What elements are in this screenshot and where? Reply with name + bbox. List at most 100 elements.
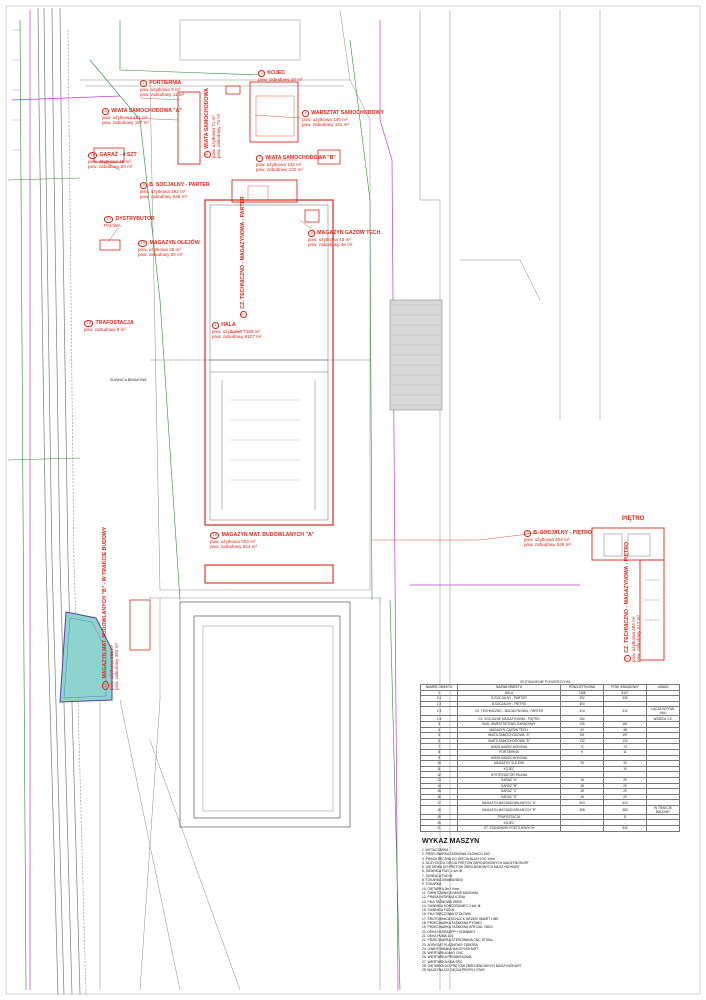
- list-item: 16. PIŁA TARCZOWA STOŁOWA: [422, 912, 471, 917]
- areas-table-caption: ZESTAWIENIE POWIERZCHNI: [520, 680, 571, 684]
- utility-lines: [11, 10, 580, 991]
- list-item: 22. PRZECINARKA STEROWANA CNC STIGAL: [422, 938, 494, 943]
- list-item: 14. SUWNICA KONCERANIEC 2 szt. 8t: [422, 903, 481, 908]
- wiata-b-title: WIATA SAMOCHODOWA "B": [265, 155, 336, 161]
- garaz-title: GARAŻ - 4 SZT: [99, 152, 137, 158]
- badge-magazyn-mat-b: 17: [102, 680, 109, 690]
- wiata-b-area-build: pow. zabudowy 132 m²: [256, 167, 303, 173]
- list-item: 7. SUWNICA FUD 8t: [422, 873, 453, 878]
- list-item: 23. AGREGAT PLAZMOWY CEBORA: [422, 942, 478, 947]
- badge-cz-tech-pietro: 2: [624, 654, 631, 662]
- hala-area-build: pow. zabudowy 8107 m²: [212, 334, 262, 340]
- badge-cz-tech-parter: 2: [240, 310, 247, 318]
- list-item: 27. WIERTARKA KMA SRC: [422, 959, 463, 964]
- badge-magazyn-mat-a: 16: [210, 532, 220, 539]
- list-item: 6. SUWNICA FUD -2 szt. 8t: [422, 869, 463, 874]
- col-header-number: NUMER OBIEKTU: [420, 684, 458, 691]
- badge-garaz: 10: [88, 152, 98, 159]
- list-item: 5. GIĘTARKA DO PRĘTÓW ZBROJENIOWYCH MAGZ…: [422, 865, 520, 870]
- cz-tech-parter-title: CZ. TECHNICZNO - MAGAZYNOWA - PARTER: [240, 196, 246, 309]
- pond: [59, 611, 113, 703]
- trafostacja-title: TRAFOSTACJA: [95, 320, 134, 326]
- road-corridor: [37, 7, 87, 996]
- list-item: 15. SUWNICA FUD 8t: [422, 908, 455, 913]
- label-cz-tech-pietro: 2CZ. TECHNICZNO - MAGAZYNOWA - PIĘTRO po…: [624, 542, 642, 662]
- hatch-dots: [392, 304, 440, 406]
- suwnica-label: SUWNICA BRAMOWA: [110, 378, 147, 382]
- list-item: 24. GWINTOWNIKA MAGZYNOHURT: [422, 946, 479, 951]
- list-item: 10. GIĘTARKA 3m / 4mm: [422, 886, 460, 891]
- table-cell: ST. STANOWISK POSTOJOWYCH: [457, 825, 561, 832]
- list-item: 28. GIĘTARKA DO PRĘTÓW ZBROJENIOWYCH MAG…: [422, 964, 522, 969]
- list-item: 26. WIERTARKA PROMIENIOWA: [422, 955, 472, 960]
- wiata-a-area-use: pow. użytkowa 191 m²: [102, 114, 148, 120]
- pietro-inset: [591, 527, 665, 661]
- magazyn-mat-b-area-build: pow. zabudowy 383 m²: [114, 643, 120, 690]
- badge-wiata-sam-c: 8: [204, 150, 211, 158]
- list-item: 12. PRASA HYDRAULICZNA: [422, 895, 466, 900]
- hala-building: [204, 199, 334, 526]
- magazyn-mat-a-title: MAGAZYN MAT. BUDOWLANYCH "A": [221, 532, 315, 538]
- table-cell: 314: [560, 706, 604, 717]
- badge-trafostacja: 18: [84, 320, 94, 327]
- magazyn-olejow-area-build: pow. zabudowy 30 m²: [138, 252, 183, 258]
- portiernia-title: PORTIERNIA: [149, 80, 182, 86]
- wiata-b-area-use: pow. użytkowa 132 m²: [256, 161, 302, 167]
- badge-portiernia: 1: [140, 80, 148, 87]
- table-cell: 383: [603, 804, 647, 815]
- list-item: 11. GWINTOWNICA REMS MAGNUM: [422, 890, 478, 895]
- table-cell: MAGAZYN MAT.BUDOWLANYCH "B": [457, 804, 561, 815]
- label-cz-tech-parter: 2CZ. TECHNICZNO - MAGAZYNOWA - PARTER: [240, 196, 247, 318]
- list-item: 8. TOKARKA 500x880/3000: [422, 878, 463, 883]
- warsztat-title: WARSZTAT SAMOCHODOWY: [311, 110, 384, 116]
- list-item: 29. MASZYNA DO GIĘCIA PROFILI I RUR: [422, 968, 485, 973]
- table-cell: CZ. TECHNICZNO - MAGAZYNOWA - PARTER: [457, 706, 561, 717]
- pietro-title: PIĘTRO: [622, 516, 645, 522]
- label-wiata-sam-c: 8WIATA SAMOCHODOWA pow. użytkowa 71 m² p…: [204, 88, 222, 158]
- socjalny-parter-title: B. SOCJALNY - PARTER: [149, 182, 210, 188]
- badge-magazyn-gazow: 5: [308, 230, 316, 237]
- dimension-marks: [12, 29, 381, 604]
- list-item: 18. PRZECINARKA TAŚMOWA PYSMIO: [422, 921, 482, 926]
- badge-magazyn-olejow: 15: [138, 240, 148, 247]
- kojec-title: KOJEC: [267, 70, 286, 76]
- trafostacja-area-build: pow. zabudowy 8 m²: [84, 326, 126, 332]
- magazyn-mat-b-title: MAGAZYN MAT. BUDOWLANYCH "B" - W TRAKCIE…: [102, 526, 108, 679]
- magazyn-gazow-title: MAGAZYN GAZÓW TECH.: [317, 230, 382, 236]
- table-cell: 18: [420, 804, 458, 815]
- cz-tech-pietro-area-build: pow. zabudowy 512 m²: [636, 615, 642, 662]
- badge-warsztat: 4: [302, 110, 310, 117]
- warsztat-area-build: pow. zabudowy 161 m²: [302, 122, 349, 128]
- list-item: 25. WIERTARKA MAG CNC: [422, 951, 464, 956]
- warsztat-area-use: pow. użytkowa 145 m²: [302, 116, 348, 122]
- hala-area-use: pow. użytkowa 7468 m²: [212, 328, 261, 334]
- label-magazyn-mat-b: 17MAGAZYN MAT. BUDOWLANYCH "B" - W TRAKC…: [102, 527, 120, 690]
- table-cell: 358: [560, 804, 604, 815]
- list-item: 20. DEKA HYDRAOPP + BOMBAKT: [422, 929, 476, 934]
- magazyn-olejow-title: MAGAZYN OLEJÓW: [149, 240, 200, 246]
- wiata-a-title: WIATA SAMOCHODOWA "A": [111, 108, 182, 114]
- socjalny-pietro-area-use: pow. użytkowa 404 m²: [524, 536, 570, 542]
- magazyn-mat-a-area-build: pow. zabudowy 524 m²: [210, 544, 257, 550]
- list-item: 19. PRZECINARKA TAŚMOWA SPECIAL 750DI: [422, 925, 493, 930]
- label-pietro: PIĘTRO: [622, 516, 644, 523]
- wiata-sam-c-area-build: pow. zabudowy 73 m²: [216, 113, 222, 158]
- badge-kojec: 2: [258, 70, 266, 77]
- social-building: [231, 179, 298, 203]
